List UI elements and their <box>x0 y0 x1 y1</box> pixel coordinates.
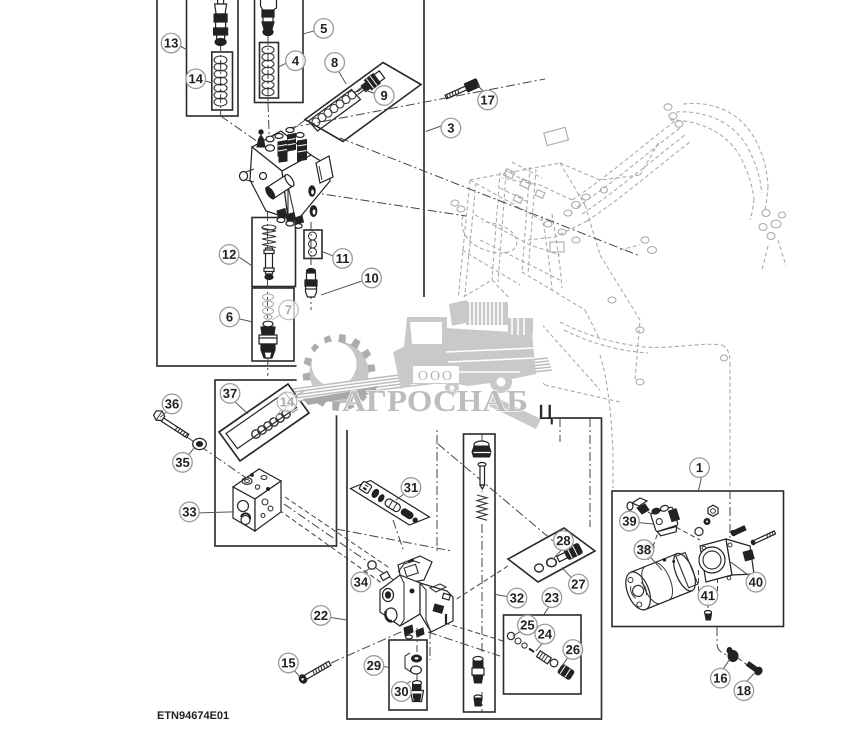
svg-text:16: 16 <box>713 671 727 686</box>
svg-text:18: 18 <box>737 683 751 698</box>
svg-text:3: 3 <box>447 121 454 136</box>
svg-text:6: 6 <box>226 309 233 324</box>
svg-text:34: 34 <box>354 574 369 589</box>
svg-text:35: 35 <box>175 455 189 470</box>
svg-text:40: 40 <box>749 575 763 590</box>
svg-text:9: 9 <box>381 88 388 103</box>
svg-text:32: 32 <box>510 591 524 606</box>
svg-text:7: 7 <box>285 302 292 317</box>
svg-text:36: 36 <box>165 396 179 411</box>
svg-text:41: 41 <box>701 588 715 603</box>
svg-text:17: 17 <box>480 93 494 108</box>
svg-text:ООО: ООО <box>418 369 454 384</box>
svg-text:26: 26 <box>566 642 580 657</box>
svg-text:33: 33 <box>182 504 196 519</box>
svg-text:28: 28 <box>556 533 570 548</box>
svg-text:25: 25 <box>520 618 534 633</box>
svg-text:8: 8 <box>331 55 338 70</box>
svg-text:АГРОСНАБ: АГРОСНАБ <box>342 383 528 418</box>
svg-text:22: 22 <box>314 608 328 623</box>
svg-text:5: 5 <box>320 21 327 36</box>
svg-text:29: 29 <box>367 658 381 673</box>
svg-text:13: 13 <box>164 36 178 51</box>
svg-text:ETN94674E01: ETN94674E01 <box>157 710 229 722</box>
svg-text:ц: ц <box>538 395 554 425</box>
svg-text:31: 31 <box>404 480 418 495</box>
svg-text:23: 23 <box>545 590 559 605</box>
svg-text:30: 30 <box>394 684 408 699</box>
svg-text:14: 14 <box>280 394 295 409</box>
svg-text:1: 1 <box>696 460 703 475</box>
svg-text:37: 37 <box>223 386 237 401</box>
svg-text:14: 14 <box>189 71 204 86</box>
svg-text:4: 4 <box>292 53 300 68</box>
svg-text:11: 11 <box>336 251 350 266</box>
svg-text:24: 24 <box>538 627 553 642</box>
svg-text:12: 12 <box>222 247 236 262</box>
svg-text:10: 10 <box>364 270 378 285</box>
svg-text:27: 27 <box>571 577 585 592</box>
svg-text:15: 15 <box>281 655 295 670</box>
svg-text:39: 39 <box>622 514 636 529</box>
svg-text:38: 38 <box>637 542 651 557</box>
